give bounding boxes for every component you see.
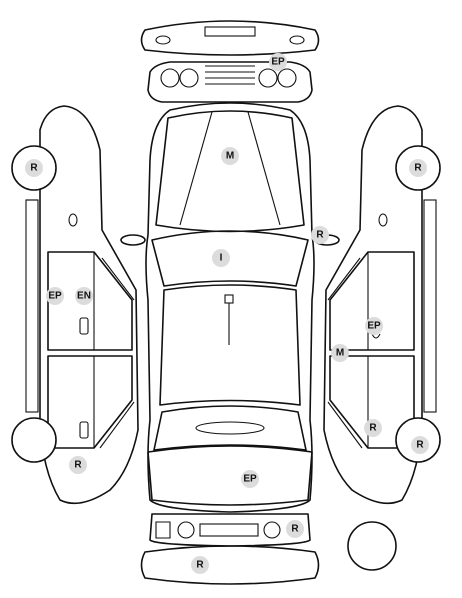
marker-left-rear-wheel-r[interactable]: R	[69, 456, 87, 474]
marker-label: R	[416, 440, 424, 451]
marker-label: I	[220, 253, 223, 264]
marker-right-front-wheel-r[interactable]: R	[409, 159, 427, 177]
marker-label: R	[291, 524, 299, 535]
marker-label: R	[369, 423, 377, 434]
spare-wheel	[347, 521, 397, 571]
marker-label: R	[414, 163, 422, 174]
marker-right-rear-wheel-r[interactable]: R	[411, 436, 429, 454]
marker-label: EP	[367, 321, 381, 332]
marker-label: EP	[243, 474, 257, 485]
marker-right-door-r[interactable]: R	[364, 419, 382, 437]
marker-left-ep[interactable]: EP	[46, 287, 64, 305]
rear-lights-view	[147, 61, 313, 103]
marker-label: EN	[77, 291, 91, 302]
marker-label: M	[336, 348, 344, 359]
marker-label: R	[196, 560, 204, 571]
left-side-view	[11, 105, 139, 505]
marker-windshield-i[interactable]: I	[212, 249, 230, 267]
marker-hood-ep[interactable]: EP	[241, 470, 259, 488]
marker-right-m[interactable]: M	[331, 344, 349, 362]
marker-left-front-wheel-r[interactable]: R	[25, 159, 43, 177]
front-lights-view	[149, 513, 311, 547]
marker-label: EP	[48, 291, 62, 302]
marker-front-right-r[interactable]: R	[311, 226, 329, 244]
marker-label: R	[30, 163, 38, 174]
car-top-view	[120, 102, 340, 513]
marker-rear-top-ep[interactable]: EP	[269, 53, 287, 71]
rear-bumper-view	[140, 20, 320, 56]
marker-right-ep[interactable]: EP	[365, 317, 383, 335]
marker-label: EP	[271, 57, 285, 68]
marker-label: R	[316, 230, 324, 241]
marker-left-en[interactable]: EN	[75, 287, 93, 305]
front-bumper-view	[140, 545, 320, 585]
marker-front-bumper-r[interactable]: R	[286, 520, 304, 538]
marker-bottom-bumper-r[interactable]: R	[191, 556, 209, 574]
marker-roof-m[interactable]: M	[221, 147, 239, 165]
marker-label: M	[226, 151, 234, 162]
marker-label: R	[74, 460, 82, 471]
